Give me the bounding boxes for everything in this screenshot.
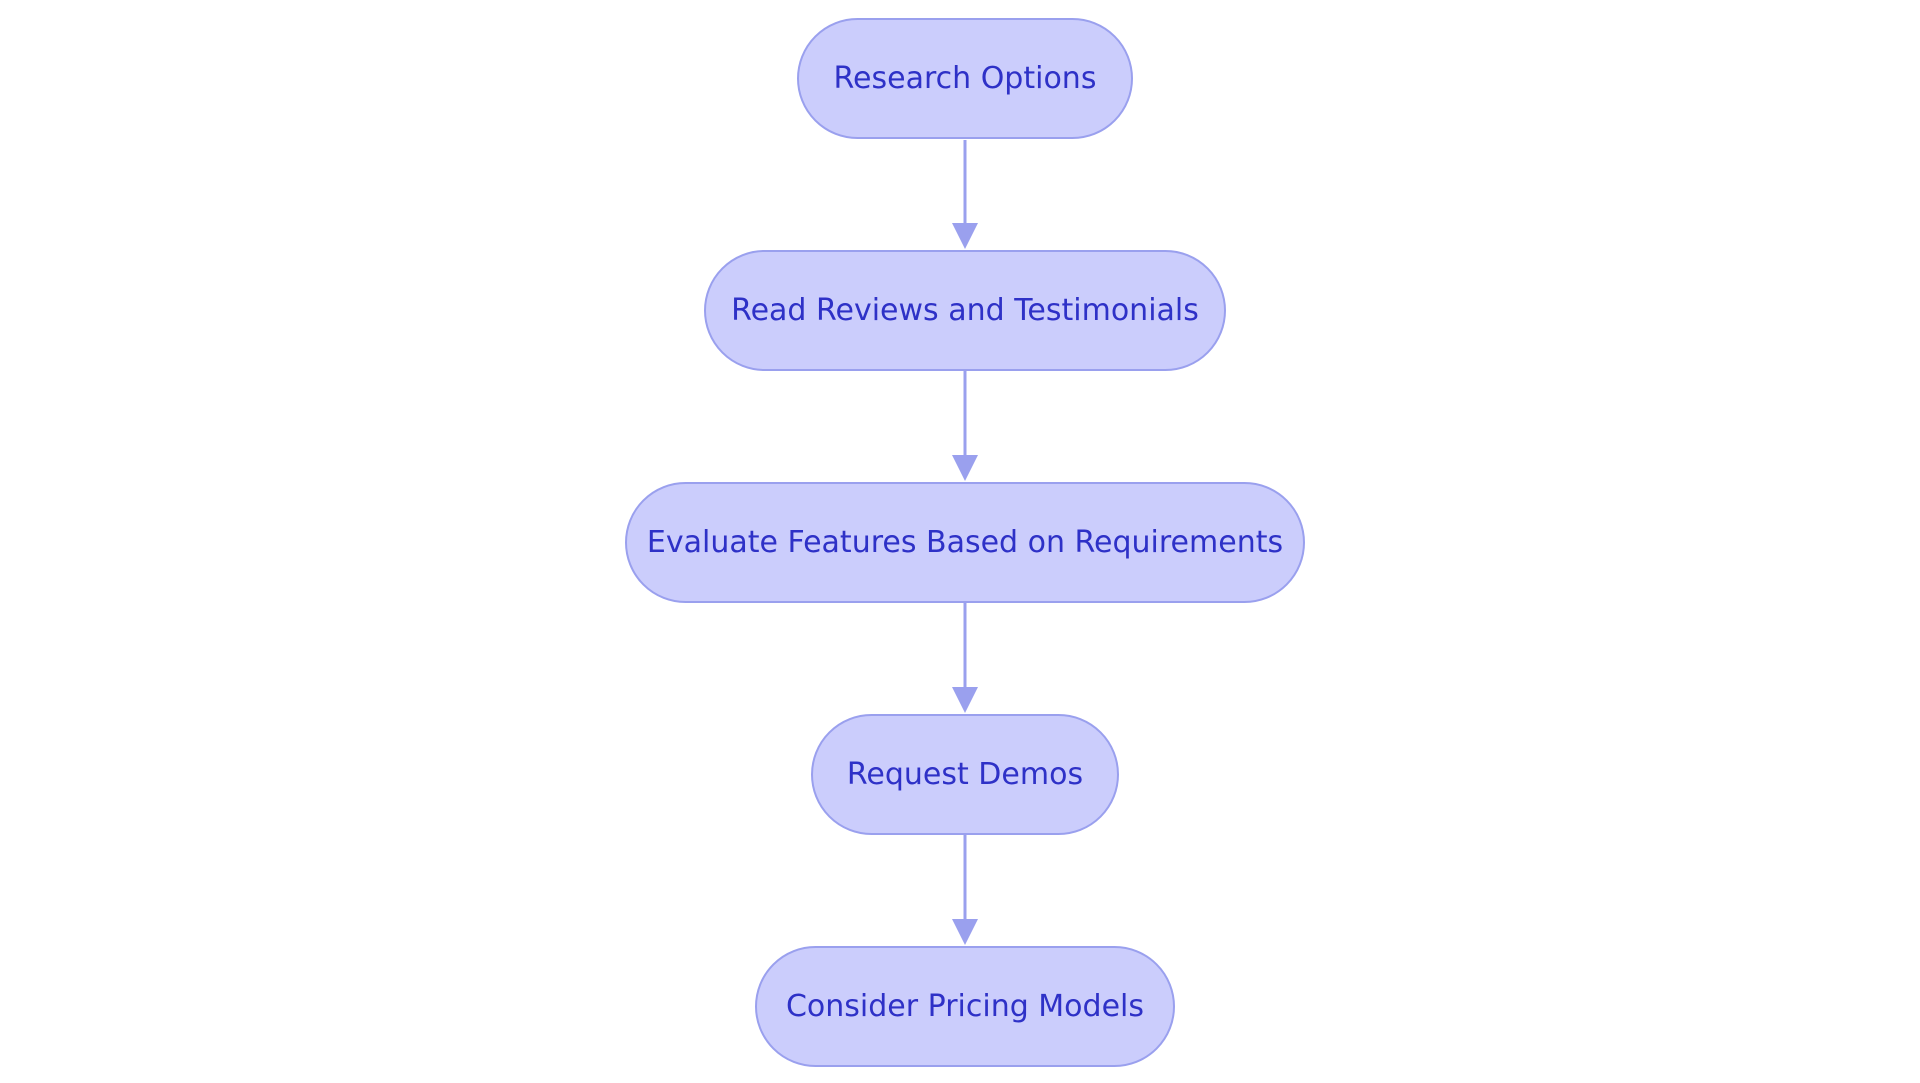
arrowhead-icon [952, 223, 978, 249]
edge-n2-n3 [952, 371, 978, 481]
node-label: Evaluate Features Based on Requirements [646, 525, 1284, 560]
arrowhead-icon [952, 687, 978, 713]
node-consider-pricing: Consider Pricing Models [755, 946, 1175, 1067]
edge-n3-n4 [952, 603, 978, 713]
node-research-options: Research Options [797, 18, 1133, 139]
node-request-demos: Request Demos [811, 714, 1119, 835]
node-label: Read Reviews and Testimonials [731, 293, 1199, 328]
node-evaluate-features: Evaluate Features Based on Requirements [625, 482, 1305, 603]
arrowhead-icon [952, 919, 978, 945]
node-label: Research Options [833, 61, 1097, 96]
edge-n1-n2 [952, 140, 978, 249]
arrowhead-icon [952, 455, 978, 481]
edge-n4-n5 [952, 835, 978, 945]
node-read-reviews: Read Reviews and Testimonials [704, 250, 1226, 371]
node-label: Consider Pricing Models [785, 989, 1144, 1024]
node-label: Request Demos [846, 757, 1084, 792]
